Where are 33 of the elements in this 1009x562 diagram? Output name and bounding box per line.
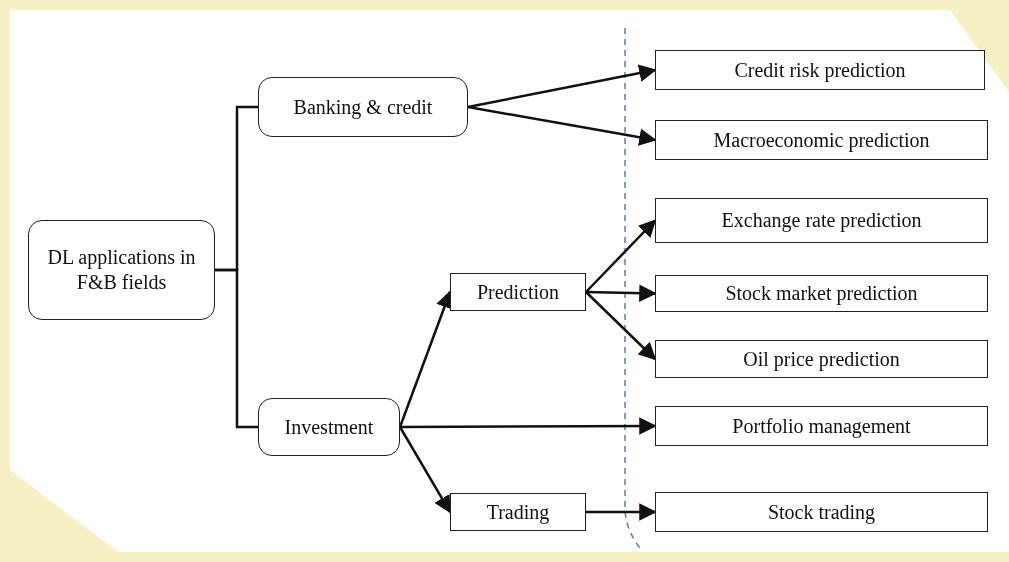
connector-line — [215, 268, 258, 429]
node-label: Banking & credit — [293, 94, 433, 120]
process-box — [655, 50, 985, 90]
arrow — [467, 64, 657, 109]
process-box — [655, 198, 988, 243]
process-box — [655, 120, 988, 160]
node-label: Stock trading — [767, 499, 876, 525]
node-label: Investment — [284, 414, 374, 440]
arrow — [400, 417, 657, 435]
arrow — [585, 291, 657, 361]
process-box — [655, 275, 988, 312]
arrow — [586, 503, 657, 521]
process-box — [450, 273, 586, 311]
node-label: Oil price prediction — [743, 346, 900, 372]
node-label: Portfolio management — [732, 413, 911, 439]
arrow — [398, 426, 452, 514]
node-label: DL applications in F&B fields — [46, 245, 197, 295]
process-box — [28, 220, 215, 320]
node-label: Trading — [486, 499, 550, 525]
node-label: Prediction — [476, 279, 560, 305]
process-box — [258, 77, 468, 137]
node-label: Stock market prediction — [725, 281, 918, 306]
process-box — [655, 492, 988, 532]
process-box — [450, 493, 586, 531]
process-box — [655, 340, 988, 378]
node-label: Credit risk prediction — [734, 57, 906, 83]
node-label: Macroeconomic prediction — [713, 127, 930, 153]
process-box — [655, 406, 988, 446]
arrow — [585, 219, 657, 293]
process-box — [258, 398, 400, 456]
arrow — [585, 284, 657, 302]
arrow — [467, 105, 657, 146]
node-label: Exchange rate prediction — [721, 208, 922, 233]
